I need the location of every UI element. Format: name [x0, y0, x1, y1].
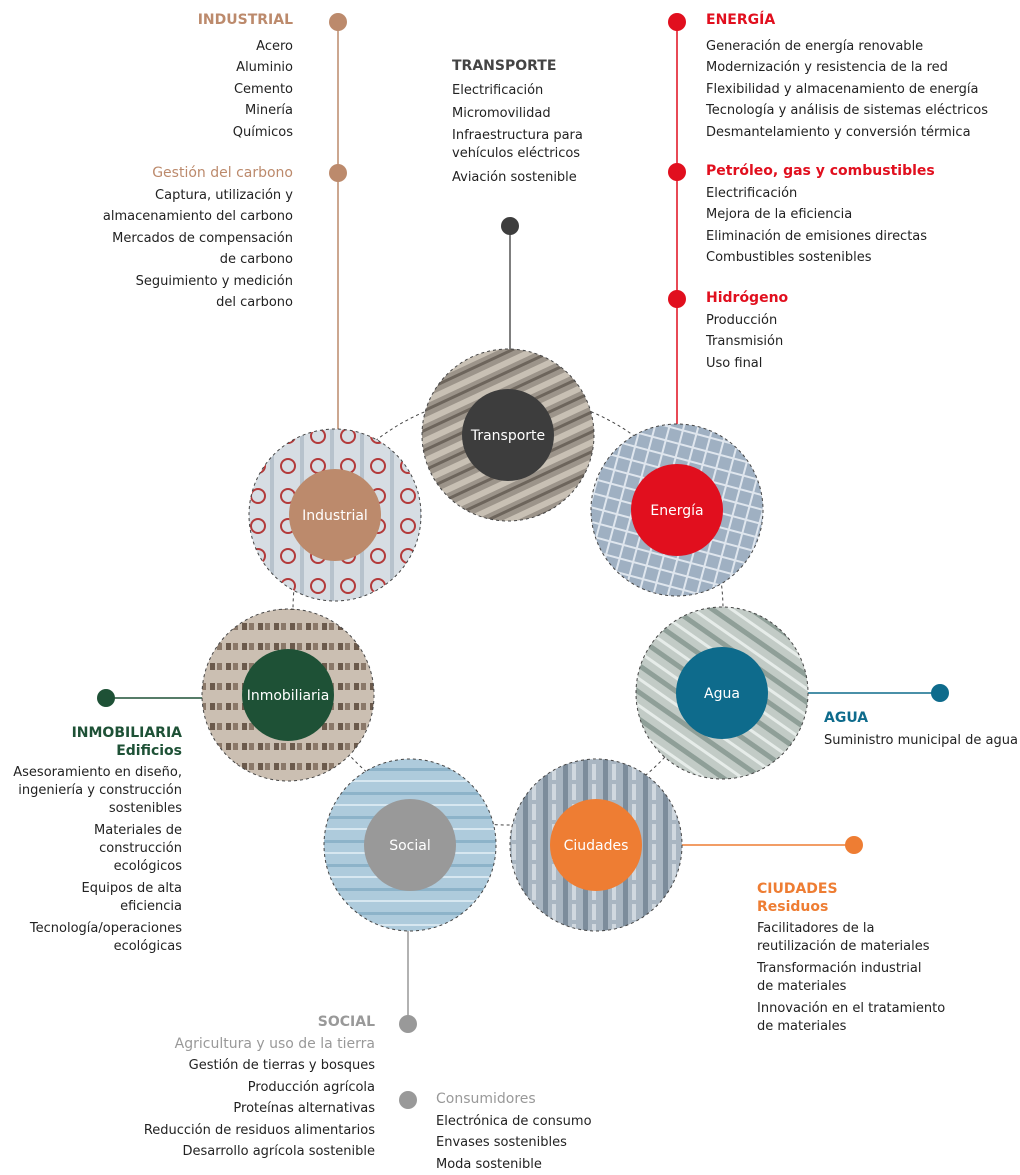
carbono-section: Gestión del carbono Captura, utilización…	[103, 163, 293, 314]
energia-item: Modernización y resistencia de la red	[706, 57, 988, 79]
hidrogeno-item: Uso final	[706, 353, 788, 375]
industrial-item: Acero	[198, 36, 293, 58]
transporte-item: Infraestructura para vehículos eléctrico…	[452, 127, 602, 163]
ciudades-section: CIUDADES Residuos Facilitadores de la re…	[757, 880, 957, 1036]
transporte-title: TRANSPORTE	[452, 56, 602, 78]
carbono-item: del carbono	[103, 292, 293, 314]
consumidores-item: Envases sostenibles	[436, 1132, 592, 1154]
industrial-dot	[329, 13, 347, 31]
petroleo-item: Mejora de la eficiencia	[706, 204, 935, 226]
industrial-section: INDUSTRIAL Acero Aluminio Cemento Minerí…	[198, 10, 293, 143]
inmobiliaria-subtitle: Edificios	[4, 742, 182, 760]
ciudades-item: Innovación en el tratamiento de material…	[757, 1000, 947, 1036]
hidrogeno-section: Hidrógeno Producción Transmisión Uso fin…	[706, 288, 788, 374]
ciudades-hub-label: Ciudades	[564, 838, 629, 854]
industrial-item: Químicos	[198, 122, 293, 144]
energia-dot	[668, 13, 686, 31]
ciudades-dot	[845, 836, 863, 854]
consumidores-title: Consumidores	[436, 1089, 592, 1111]
consumidores-dot	[399, 1091, 417, 1109]
agricultura-item: Gestión de tierras y bosques	[144, 1055, 375, 1077]
agua-hub-label: Agua	[704, 686, 740, 702]
agua-title: AGUA	[824, 708, 1018, 730]
carbono-item: Seguimiento y medición	[103, 271, 293, 293]
transporte-section: TRANSPORTE Electrificación Micromovilida…	[452, 56, 602, 188]
transporte-item: Electrificación	[452, 80, 602, 102]
social-dot	[399, 1015, 417, 1033]
carbono-dot	[329, 164, 347, 182]
energia-title: ENERGÍA	[706, 10, 988, 32]
carbono-title: Gestión del carbono	[103, 163, 293, 185]
petroleo-item: Combustibles sostenibles	[706, 247, 935, 269]
ciudades-title: CIUDADES	[757, 880, 957, 898]
hidrogeno-title: Hidrógeno	[706, 288, 788, 310]
agricultura-item: Producción agrícola	[144, 1077, 375, 1099]
inmobiliaria-hub-label: Inmobiliaria	[247, 688, 330, 704]
inmobiliaria-dot	[97, 689, 115, 707]
industrial-title: INDUSTRIAL	[198, 10, 293, 32]
energia-hub-label: Energía	[650, 503, 703, 519]
agricultura-title: Agricultura y uso de la tierra	[144, 1034, 375, 1056]
inmobiliaria-item: Materiales de construcción ecológicos	[4, 822, 182, 876]
petroleo-dot	[668, 163, 686, 181]
transporte-dot	[501, 217, 519, 235]
social-hub-label: Social	[389, 838, 431, 854]
energia-item: Generación de energía renovable	[706, 36, 988, 58]
energia-item: Tecnología y análisis de sistemas eléctr…	[706, 100, 988, 122]
petroleo-section: Petróleo, gas y combustibles Electrifica…	[706, 161, 935, 269]
transporte-item: Aviación sostenible	[452, 167, 602, 189]
agua-section: AGUA Suministro municipal de agua	[824, 708, 1018, 751]
agricultura-item: Proteínas alternativas	[144, 1098, 375, 1120]
hidrogeno-item: Producción	[706, 310, 788, 332]
industrial-item: Cemento	[198, 79, 293, 101]
consumidores-item: Electrónica de consumo	[436, 1111, 592, 1133]
hidrogeno-item: Transmisión	[706, 331, 788, 353]
carbono-item: Captura, utilización y	[103, 185, 293, 207]
petroleo-item: Eliminación de emisiones directas	[706, 226, 935, 248]
energia-item: Flexibilidad y almacenamiento de energía	[706, 79, 988, 101]
ciudades-item: Facilitadores de la reutilización de mat…	[757, 920, 947, 956]
industrial-hub-label: Industrial	[302, 508, 368, 524]
ciudades-item: Transformación industrial de materiales	[757, 960, 937, 996]
agricultura-item: Reducción de residuos alimentarios	[144, 1120, 375, 1142]
petroleo-title: Petróleo, gas y combustibles	[706, 161, 935, 183]
consumidores-section: Consumidores Electrónica de consumo Enva…	[436, 1089, 592, 1175]
transporte-item: Micromovilidad	[452, 103, 602, 125]
ciudades-subtitle: Residuos	[757, 898, 957, 916]
industrial-item: Aluminio	[198, 57, 293, 79]
social-section: SOCIAL Agricultura y uso de la tierra Ge…	[144, 1012, 375, 1163]
agricultura-item: Desarrollo agrícola sostenible	[144, 1141, 375, 1163]
energia-item: Desmantelamiento y conversión térmica	[706, 122, 988, 144]
inmobiliaria-item: Asesoramiento en diseño, ingeniería y co…	[4, 764, 182, 818]
inmobiliaria-item: Tecnología/operaciones ecológicas	[4, 920, 182, 956]
hidrogeno-dot	[668, 290, 686, 308]
industrial-item: Minería	[198, 100, 293, 122]
inmobiliaria-section: INMOBILIARIA Edificios Asesoramiento en …	[4, 724, 182, 956]
carbono-item: de carbono	[103, 249, 293, 271]
carbono-item: Mercados de compensación	[103, 228, 293, 250]
inmobiliaria-title: INMOBILIARIA	[4, 724, 182, 742]
inmobiliaria-item: Equipos de alta eficiencia	[4, 880, 182, 916]
agua-item: Suministro municipal de agua	[824, 730, 1018, 752]
transporte-hub-label: Transporte	[470, 428, 545, 444]
energia-section: ENERGÍA Generación de energía renovable …	[706, 10, 988, 143]
petroleo-item: Electrificación	[706, 183, 935, 205]
agua-dot	[931, 684, 949, 702]
social-title: SOCIAL	[144, 1012, 375, 1034]
consumidores-item: Moda sostenible	[436, 1154, 592, 1175]
carbono-item: almacenamiento del carbono	[103, 206, 293, 228]
